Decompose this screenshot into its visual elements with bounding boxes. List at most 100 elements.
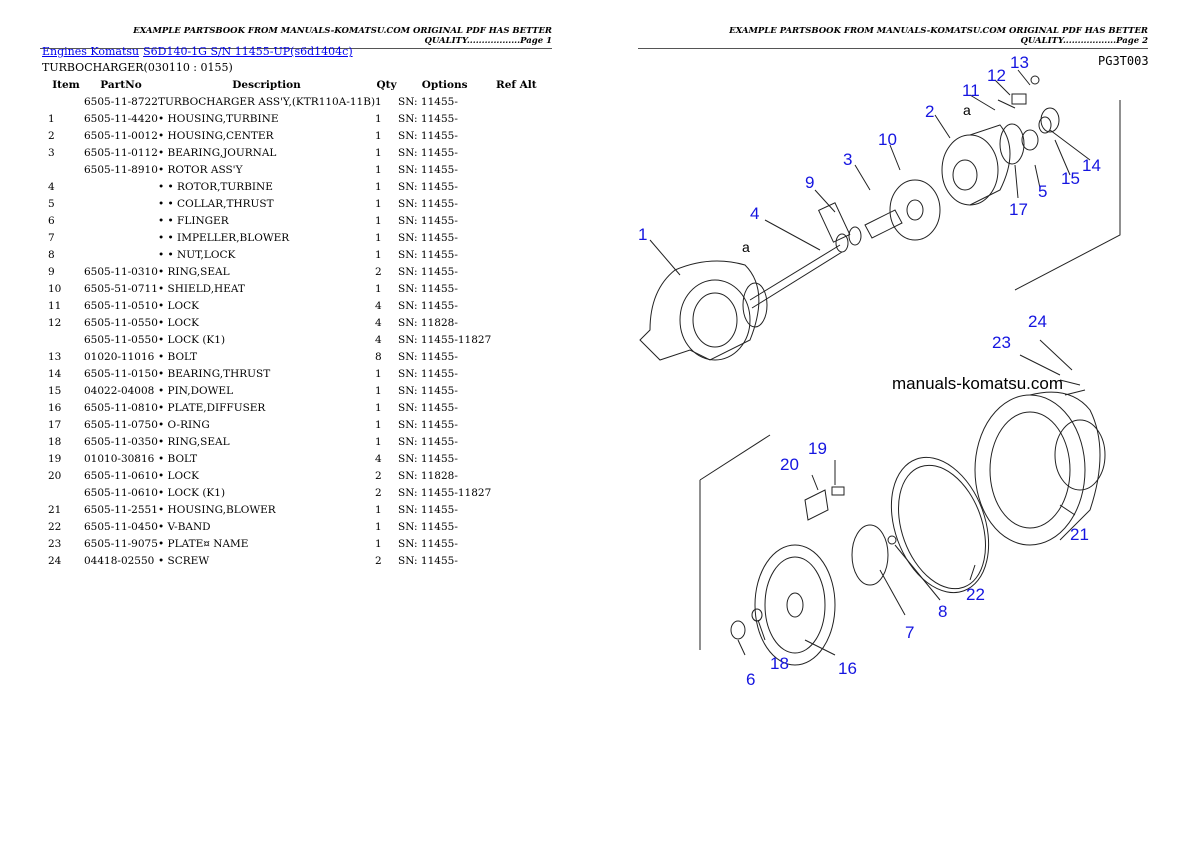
refalt-cell xyxy=(491,246,541,263)
description-cell: • • FLINGER xyxy=(158,214,229,227)
item-cell: 18 xyxy=(48,435,62,448)
item-cell xyxy=(42,161,84,178)
item-cell: 7 xyxy=(48,231,55,244)
options-cell: SN: 11455- xyxy=(398,197,458,210)
qty-cell: 1 xyxy=(375,248,382,261)
options-cell: SN: 11455- xyxy=(398,367,458,380)
callout-23: 23 xyxy=(992,333,1011,352)
description-cell: • V-BAND xyxy=(158,520,211,533)
partno-cell: 6505-11-0310 xyxy=(84,265,158,278)
breadcrumb-engines-link[interactable]: Engines Komatsu xyxy=(42,45,140,58)
qty-cell: 8 xyxy=(375,350,382,363)
refalt-cell xyxy=(491,450,541,467)
refalt-cell xyxy=(491,280,541,297)
refalt-cell xyxy=(491,127,541,144)
refalt-cell xyxy=(491,552,541,569)
column-header-ref-alt: Ref Alt xyxy=(495,78,537,91)
description-cell: • • IMPELLER,BLOWER xyxy=(158,231,290,244)
description-cell: • RING,SEAL xyxy=(158,435,230,448)
options-cell: SN: 11455- xyxy=(398,248,458,261)
description-cell: • BOLT xyxy=(158,350,198,363)
partno-cell: 6505-11-0150 xyxy=(84,367,158,380)
qty-cell: 2 xyxy=(375,265,382,278)
options-cell: SN: 11828- xyxy=(398,469,458,482)
refalt-cell xyxy=(491,263,541,280)
partno-cell xyxy=(84,178,158,195)
callout-3: 3 xyxy=(843,150,852,169)
description-cell: • LOCK (K1) xyxy=(158,486,226,499)
breadcrumb-model-link[interactable]: S6D140-1G S/N 11455-UP(s6d1404c) xyxy=(143,45,353,58)
callout-19: 19 xyxy=(808,439,827,458)
options-cell: SN: 11828- xyxy=(398,316,458,329)
description-cell: • LOCK xyxy=(158,316,199,329)
partno-cell: 6505-11-2551 xyxy=(84,503,158,516)
description-cell: • PLATE¤ NAME xyxy=(158,537,249,550)
partno-cell: 6505-11-8722 xyxy=(84,95,158,108)
description-cell: • SHIELD,HEAT xyxy=(158,282,245,295)
callout-9: 9 xyxy=(805,173,814,192)
item-cell: 20 xyxy=(48,469,62,482)
qty-cell: 1 xyxy=(375,282,382,295)
callout-7: 7 xyxy=(905,623,914,642)
options-cell: SN: 11455- xyxy=(398,282,458,295)
options-cell: SN: 11455- xyxy=(398,435,458,448)
refalt-cell xyxy=(491,195,541,212)
description-cell: • PLATE,DIFFUSER xyxy=(158,401,266,414)
callout-6: 6 xyxy=(746,670,755,689)
partno-cell: 6505-11-0750 xyxy=(84,418,158,431)
options-cell: SN: 11455- xyxy=(398,350,458,363)
item-cell: 9 xyxy=(48,265,55,278)
options-cell: SN: 11455-11827 xyxy=(398,333,492,346)
partno-cell: 6505-11-9075 xyxy=(84,537,158,550)
qty-cell: 4 xyxy=(375,452,382,465)
options-cell: SN: 11455- xyxy=(398,384,458,397)
refalt-cell xyxy=(491,399,541,416)
description-cell: • • NUT,LOCK xyxy=(158,248,236,261)
qty-cell: 1 xyxy=(375,129,382,142)
description-cell: • HOUSING,TURBINE xyxy=(158,112,279,125)
qty-cell: 4 xyxy=(375,333,382,346)
column-header-options: Options xyxy=(421,78,468,91)
item-cell: 22 xyxy=(48,520,62,533)
qty-cell: 1 xyxy=(375,537,382,550)
callout-14: 14 xyxy=(1082,156,1101,175)
callout-15: 15 xyxy=(1061,169,1080,188)
partno-cell xyxy=(84,212,158,229)
options-cell: SN: 11455- xyxy=(398,537,458,550)
item-cell xyxy=(42,331,84,348)
callout-12: 12 xyxy=(987,66,1006,85)
description-cell: • LOCK xyxy=(158,469,199,482)
callout-24: 24 xyxy=(1028,312,1047,331)
partno-cell: 6505-11-4420 xyxy=(84,112,158,125)
refalt-cell xyxy=(491,178,541,195)
column-header-description: Description xyxy=(232,78,301,91)
qty-cell: 1 xyxy=(375,503,382,516)
description-cell: • ROTOR ASS'Y xyxy=(158,163,243,176)
svg-text:a: a xyxy=(742,239,750,255)
partno-cell: 6505-11-0112 xyxy=(84,146,158,159)
partno-cell xyxy=(84,246,158,263)
refalt-cell xyxy=(491,331,541,348)
callout-8: 8 xyxy=(938,602,947,621)
options-cell: SN: 11455- xyxy=(398,95,458,108)
options-cell: SN: 11455- xyxy=(398,265,458,278)
callout-5: 5 xyxy=(1038,182,1047,201)
options-cell: SN: 11455- xyxy=(398,180,458,193)
